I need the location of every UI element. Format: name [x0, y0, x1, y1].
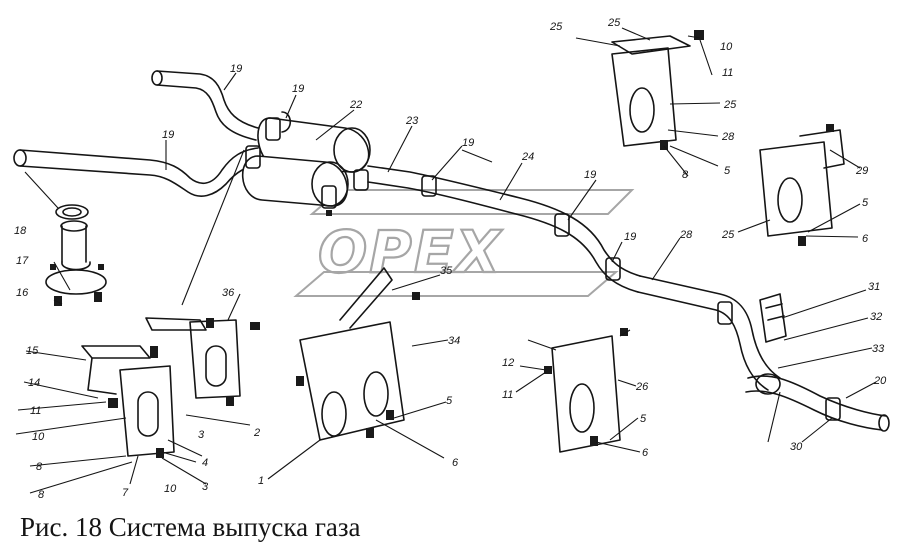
watermark: OPEX: [293, 189, 635, 297]
label-11-left: 11: [30, 405, 41, 417]
clamp-19-a: [265, 111, 292, 141]
label-10-right: 11: [502, 389, 513, 401]
label-5-center: 5: [446, 395, 453, 407]
label-13: 15: [26, 345, 39, 357]
label-6-right: 6: [862, 233, 869, 245]
label-34: 34: [448, 335, 460, 347]
label-4: 4: [202, 457, 208, 469]
label-3-up: 3: [198, 429, 205, 441]
label-5-right: 5: [862, 197, 869, 209]
pipe-17: [13, 147, 261, 197]
bracket-2-36: [145, 317, 260, 406]
label-7: 7: [122, 487, 129, 499]
label-25-top: 25: [723, 99, 737, 111]
label-18: 19: [230, 63, 242, 75]
label-11-right: 12: [502, 357, 514, 369]
label-25-right: 25: [721, 229, 735, 241]
label-10-left: 10: [32, 431, 45, 443]
label-3-low: 3: [202, 481, 209, 493]
label-10-top: 10: [720, 41, 733, 53]
pipe-27: [637, 275, 781, 391]
bracket-33: [544, 328, 628, 453]
label-5-bottom: 5: [640, 413, 647, 425]
label-29: 31: [868, 281, 880, 293]
clamp-19-d: [353, 169, 621, 281]
label-35: 35: [440, 265, 453, 277]
clamp-19-b: [245, 145, 261, 169]
label-22: 24: [521, 151, 534, 163]
figure-caption: Рис. 18 Система выпуска газа: [20, 512, 361, 542]
label-19-a: 19: [292, 83, 304, 95]
label-8-left-b: 8: [38, 489, 45, 501]
label-11-top: 11: [722, 67, 733, 79]
label-1: 1: [258, 475, 264, 487]
watermark-text: OPEX: [318, 218, 503, 286]
clamp-19-c: [321, 185, 337, 216]
label-24: 25: [607, 17, 621, 29]
pipe-32: [745, 373, 890, 432]
flange-16: [45, 204, 107, 306]
bracket-23: [611, 30, 704, 150]
label-19-c: 19: [584, 169, 596, 181]
bracket-13: [81, 345, 175, 458]
label-17: 19: [162, 129, 174, 141]
label-30: 32: [870, 311, 882, 323]
label-19-d: 19: [624, 231, 636, 243]
label-12: 14: [28, 377, 40, 389]
pipe-21-22: [367, 165, 641, 293]
bracket-29: [759, 293, 787, 343]
label-20: 22: [349, 99, 362, 111]
label-27: 28: [679, 229, 693, 241]
label-23: 25: [549, 21, 563, 33]
label-19-b: 19: [462, 137, 474, 149]
part-labels: 18 17 16 15 14 11 10 8 8 7 10 3 4 3 2 36…: [14, 17, 887, 501]
label-6-center: 6: [452, 457, 459, 469]
label-8-top: 8: [682, 169, 689, 181]
label-2: 2: [253, 427, 260, 439]
label-28-top: 29: [855, 165, 868, 177]
label-28-bottom: 30: [790, 441, 803, 453]
label-36: 36: [222, 287, 235, 299]
label-15: 17: [16, 255, 29, 267]
label-19-e: 20: [873, 375, 887, 387]
label-16: 18: [14, 225, 27, 237]
bracket-28: [759, 124, 845, 246]
label-8-left-a: 8: [36, 461, 43, 473]
label-6-bottom: 6: [642, 447, 649, 459]
pipe-18: [151, 70, 259, 141]
label-31: 33: [872, 343, 885, 355]
leader-lines: [15, 27, 877, 494]
label-14: 16: [16, 287, 29, 299]
label-5-top: 5: [724, 165, 731, 177]
bracket-1: [296, 267, 420, 441]
label-21: 23: [405, 115, 419, 127]
label-26: 28: [721, 131, 735, 143]
muffler-20-lower: [241, 155, 349, 207]
label-8-mid: 10: [164, 483, 177, 495]
label-25-bottom: 26: [635, 381, 649, 393]
